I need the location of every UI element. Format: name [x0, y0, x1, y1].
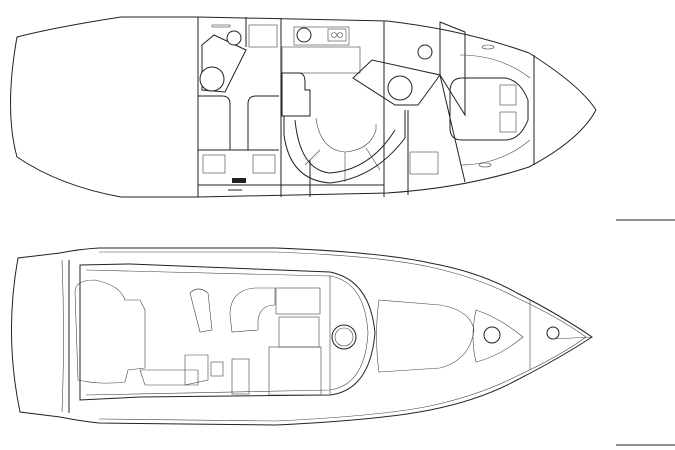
seat-back: [184, 354, 209, 386]
aft-sunpad: [74, 279, 146, 384]
forward-washbasin: [417, 44, 433, 60]
console-mid: [278, 316, 320, 348]
skylight-aft: [331, 324, 357, 350]
galley-floor: [281, 46, 361, 74]
dinette-table: [315, 117, 377, 153]
cockpit-bench: [139, 369, 199, 386]
helm-seat: [189, 288, 213, 333]
lower-deck-plan: [10, 16, 675, 221]
bulkheads: [197, 17, 535, 197]
console-top: [275, 287, 321, 315]
forward-toilet: [387, 75, 413, 101]
forward-grating: [409, 151, 439, 175]
washbasin: [226, 30, 242, 46]
sink: [296, 27, 312, 43]
berth-pillow-2: [499, 111, 517, 133]
dinette-seat-outer: [283, 110, 406, 184]
dinette-seat-inner: [294, 119, 396, 174]
hob: [327, 28, 347, 42]
toilet: [199, 66, 225, 92]
upper-deck-plan: [10, 247, 675, 446]
forward-head: [352, 59, 441, 106]
aft-cabin: [198, 17, 279, 191]
forward-cabin: [352, 21, 531, 183]
forward-skylight: [483, 326, 501, 344]
pillow-left: [202, 154, 226, 174]
berth-pillow-1: [499, 84, 517, 106]
curved-lounge: [229, 287, 276, 333]
helm-step: [231, 358, 250, 395]
swim-platform-edge: [61, 259, 64, 413]
v-berth: [449, 77, 529, 141]
saloon-galley: [281, 26, 406, 184]
step: [232, 178, 246, 183]
cockpit-outline: [79, 263, 376, 401]
upper-hull-outline: [10, 247, 593, 426]
foredeck-sunpad: [376, 299, 475, 373]
anchor-windlass: [546, 326, 560, 340]
companionway-hatch: [268, 346, 322, 396]
companionway-steps: [281, 72, 311, 117]
cockpit-locker: [210, 361, 224, 377]
pillow-right: [252, 154, 276, 174]
galley-counter: [293, 26, 350, 46]
bow-hatch-frame: [472, 309, 524, 363]
shower-grating: [248, 24, 278, 48]
lower-hull-outline: [10, 16, 597, 198]
